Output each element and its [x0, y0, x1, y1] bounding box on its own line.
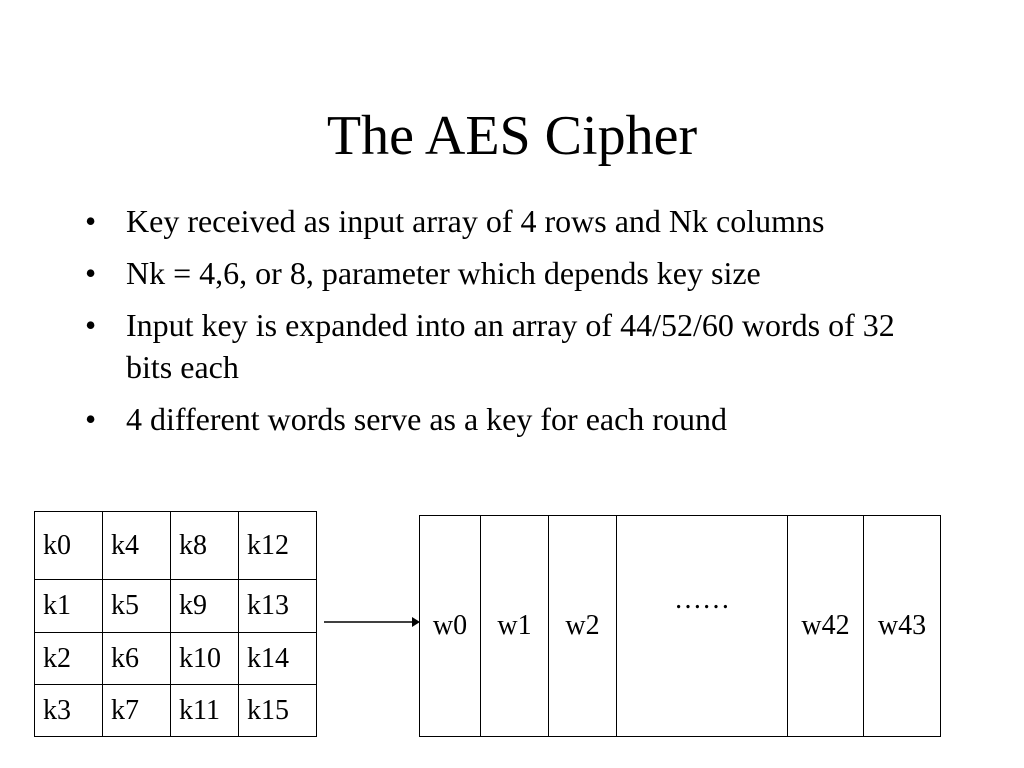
key-cell: k8: [170, 511, 239, 580]
bullet-dot: •: [85, 307, 97, 343]
word-array-row: w0 w1 w2 …… w42 w43: [419, 515, 941, 737]
bullet-item: • Key received as input array of 4 rows …: [85, 200, 945, 242]
slide-title: The AES Cipher: [326, 105, 698, 167]
key-matrix-row: k2 k6 k10 k14: [34, 632, 317, 685]
bullet-dot: •: [85, 401, 97, 437]
bullet-item: • Nk = 4,6, or 8, parameter which depend…: [85, 252, 945, 294]
key-cell: k2: [34, 632, 103, 685]
key-cell: k11: [170, 684, 239, 737]
key-matrix: k0 k4 k8 k12 k1 k5 k9 k13 k2 k6 k10 k14 …: [34, 511, 317, 737]
key-cell: k10: [170, 632, 239, 685]
word-cell: w42: [787, 515, 864, 737]
key-matrix-row: k3 k7 k11 k15: [34, 684, 317, 737]
key-cell: k3: [34, 684, 103, 737]
bullet-item: • 4 different words serve as a key for e…: [85, 398, 945, 440]
word-cell: w0: [419, 515, 481, 737]
word-array: w0 w1 w2 …… w42 w43: [419, 515, 941, 737]
key-cell: k7: [102, 684, 171, 737]
bullet-dot: •: [85, 255, 97, 291]
key-cell: k5: [102, 579, 171, 633]
word-cell: w1: [480, 515, 549, 737]
bullet-item: • Input key is expanded into an array of…: [85, 304, 945, 388]
bullet-text: Key received as input array of 4 rows an…: [126, 203, 825, 239]
key-cell: k9: [170, 579, 239, 633]
bullet-text: Input key is expanded into an array of 4…: [126, 307, 895, 385]
key-cell: k13: [238, 579, 317, 633]
word-cell-ellipsis: ……: [616, 515, 788, 737]
word-cell: w2: [548, 515, 617, 737]
key-cell: k15: [238, 684, 317, 737]
key-matrix-row: k0 k4 k8 k12: [34, 511, 317, 580]
bullet-text: Nk = 4,6, or 8, parameter which depends …: [126, 255, 761, 291]
bullet-list: • Key received as input array of 4 rows …: [85, 200, 945, 450]
expansion-arrow-icon: [324, 617, 420, 627]
key-cell: k12: [238, 511, 317, 580]
key-cell: k4: [102, 511, 171, 580]
bullet-text: 4 different words serve as a key for eac…: [126, 401, 727, 437]
key-matrix-row: k1 k5 k9 k13: [34, 579, 317, 633]
key-cell: k1: [34, 579, 103, 633]
word-cell: w43: [863, 515, 941, 737]
key-cell: k6: [102, 632, 171, 685]
bullet-dot: •: [85, 203, 97, 239]
key-cell: k14: [238, 632, 317, 685]
key-cell: k0: [34, 511, 103, 580]
